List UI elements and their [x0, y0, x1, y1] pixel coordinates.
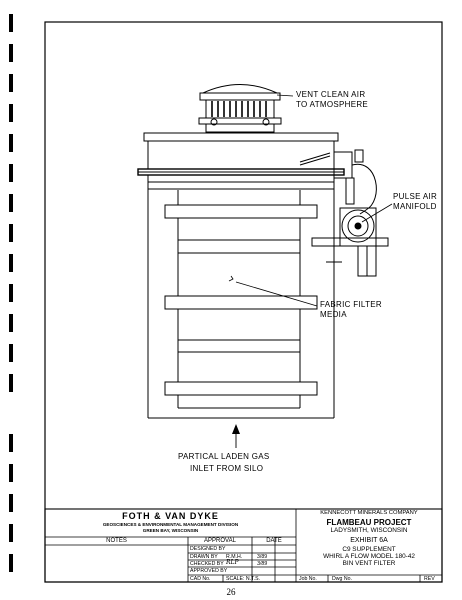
firm-division: GEOSCIENCES & ENVIRONMENTAL MANAGEMENT D… — [102, 522, 239, 527]
approval-header: APPROVAL — [204, 538, 236, 544]
approved-by: APPROVED BY — [190, 568, 228, 574]
dwg-no: Dwg No. — [332, 576, 352, 582]
description-line1: C9 SUPPLEMENT — [342, 546, 396, 553]
binder-holes — [9, 14, 13, 572]
firm-city: GREEN BAY, WISCONSIN — [142, 528, 199, 533]
vent-cap — [198, 84, 282, 133]
checked-initials: RLP — [226, 559, 239, 566]
scale: SCALE: N.T.S. — [226, 576, 261, 582]
page-number: 26 — [226, 587, 236, 597]
date-header: DATE — [266, 538, 282, 544]
designed-by: DESIGNED BY — [190, 546, 226, 552]
vent-callout-line2: TO ATMOSPHERE — [296, 100, 369, 109]
drawn-by: DRAWN BY — [190, 554, 218, 560]
fabric-callout-line1: FABRIC FILTER — [320, 300, 382, 309]
leader-lines — [228, 94, 393, 307]
filter-body — [147, 189, 335, 419]
cad-no: CAD No. — [190, 576, 211, 582]
title-block-frame — [44, 508, 443, 583]
description-line2: WHIRL A FLOW MODEL 180-42 — [323, 553, 415, 560]
fabric-callout-line2: MEDIA — [320, 310, 347, 319]
vent-callout-line1: VENT CLEAN AIR — [296, 90, 366, 99]
pulse-manifold — [299, 149, 389, 277]
pulse-callout-line1: PULSE AIR — [393, 192, 438, 201]
upper-housing — [137, 132, 345, 190]
drawn-date: 3/89 — [257, 554, 268, 560]
inlet-callout-line1: PARTICAL LADEN GAS — [178, 452, 270, 461]
project-name: FLAMBEAU PROJECT — [326, 518, 412, 527]
job-no: Job No. — [299, 576, 317, 582]
inlet-arrow — [232, 424, 240, 448]
drawn-initials: R.M.H. — [226, 554, 243, 560]
checked-by: CHECKED BY — [190, 561, 224, 567]
description-line3: BIN VENT FILTER — [342, 560, 396, 567]
notes-header: NOTES — [106, 538, 127, 544]
inlet-callout-line2: INLET FROM SILO — [190, 464, 264, 473]
checked-date: 3/89 — [257, 561, 268, 567]
project-location: LADYSMITH, WISCONSIN — [330, 527, 408, 534]
client-name: KENNECOTT MINERALS COMPANY — [320, 510, 418, 516]
firm-name: FOTH & VAN DYKE — [122, 511, 219, 521]
rev: REV — [424, 576, 435, 582]
exhibit-number: EXHIBIT 6A — [350, 537, 388, 544]
pulse-callout-line2: MANIFOLD — [393, 202, 437, 211]
